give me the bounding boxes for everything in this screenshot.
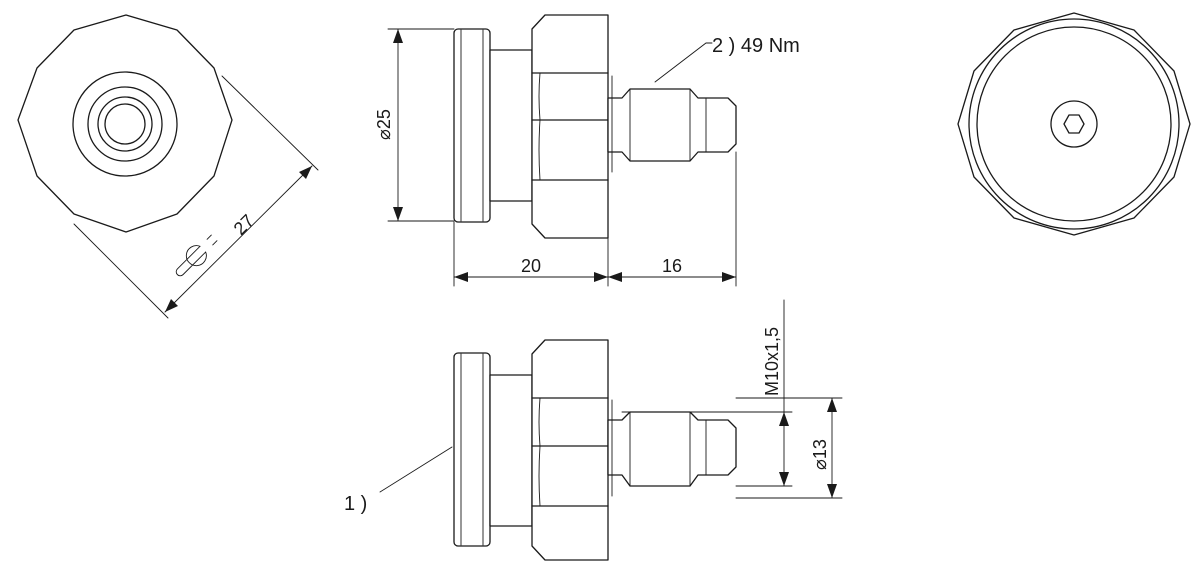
- wrench-size-dimension: 27: [73, 75, 319, 319]
- diameter-symbol-2: ⌀: [810, 459, 830, 470]
- wrench-icon: [175, 234, 218, 277]
- side-view-bottom-flange: [453, 352, 491, 547]
- diameter-seal-dimension: ⌀13: [735, 397, 843, 499]
- side-view-top-collar: [489, 49, 533, 202]
- wrench-size-label: 27: [230, 211, 258, 239]
- length-body-label: 20: [521, 256, 541, 276]
- end-view-right-socket-ring: [1050, 100, 1098, 148]
- torque-callout-label: 2 ) 49 Nm: [712, 35, 800, 57]
- end-view-left-outline: [17, 14, 233, 233]
- side-view-top-stud: [607, 88, 737, 162]
- svg-text:⌀25: ⌀25: [374, 109, 394, 140]
- end-view-right-outline: [957, 12, 1191, 236]
- end-view-right-face: [968, 18, 1180, 230]
- svg-text:⌀13: ⌀13: [810, 439, 830, 470]
- torque-callout: 2 ) 49 Nm: [654, 35, 800, 83]
- side-view-bottom: 1 ) M10x1,5 ⌀13: [344, 299, 843, 561]
- side-view-top: ⌀25 20 16 2 ) 49 Nm: [374, 14, 800, 287]
- side-view-top-flange: [453, 28, 491, 223]
- end-view-left-collar: [72, 71, 178, 177]
- side-view-bottom-stud: [607, 411, 737, 487]
- length-thread-label: 16: [662, 256, 682, 276]
- diameter-symbol: ⌀: [374, 129, 394, 140]
- side-view-bottom-hex: [531, 339, 609, 561]
- seal-callout: 1 ): [344, 446, 453, 515]
- side-view-top-hex: [531, 14, 609, 239]
- end-view-right-face-inner: [976, 26, 1172, 222]
- side-view-bottom-collar: [489, 374, 533, 527]
- end-view-right: [957, 12, 1191, 236]
- diameter-body-dimension: ⌀25: [374, 28, 455, 222]
- hex-socket-icon: [1063, 114, 1085, 134]
- seal-callout-label: 1 ): [344, 493, 367, 515]
- diameter-body-label: 25: [374, 109, 394, 129]
- thread-spec-label: M10x1,5: [762, 327, 782, 396]
- end-view-left: 27: [17, 14, 319, 319]
- end-view-left-ring-outer: [87, 86, 163, 162]
- thread-dimension: M10x1,5: [621, 299, 793, 487]
- end-view-left-bore: [104, 103, 146, 145]
- end-view-left-ring-mid: [97, 96, 153, 152]
- diameter-seal-label: 13: [810, 439, 830, 459]
- length-dimensions: 20 16: [453, 151, 737, 287]
